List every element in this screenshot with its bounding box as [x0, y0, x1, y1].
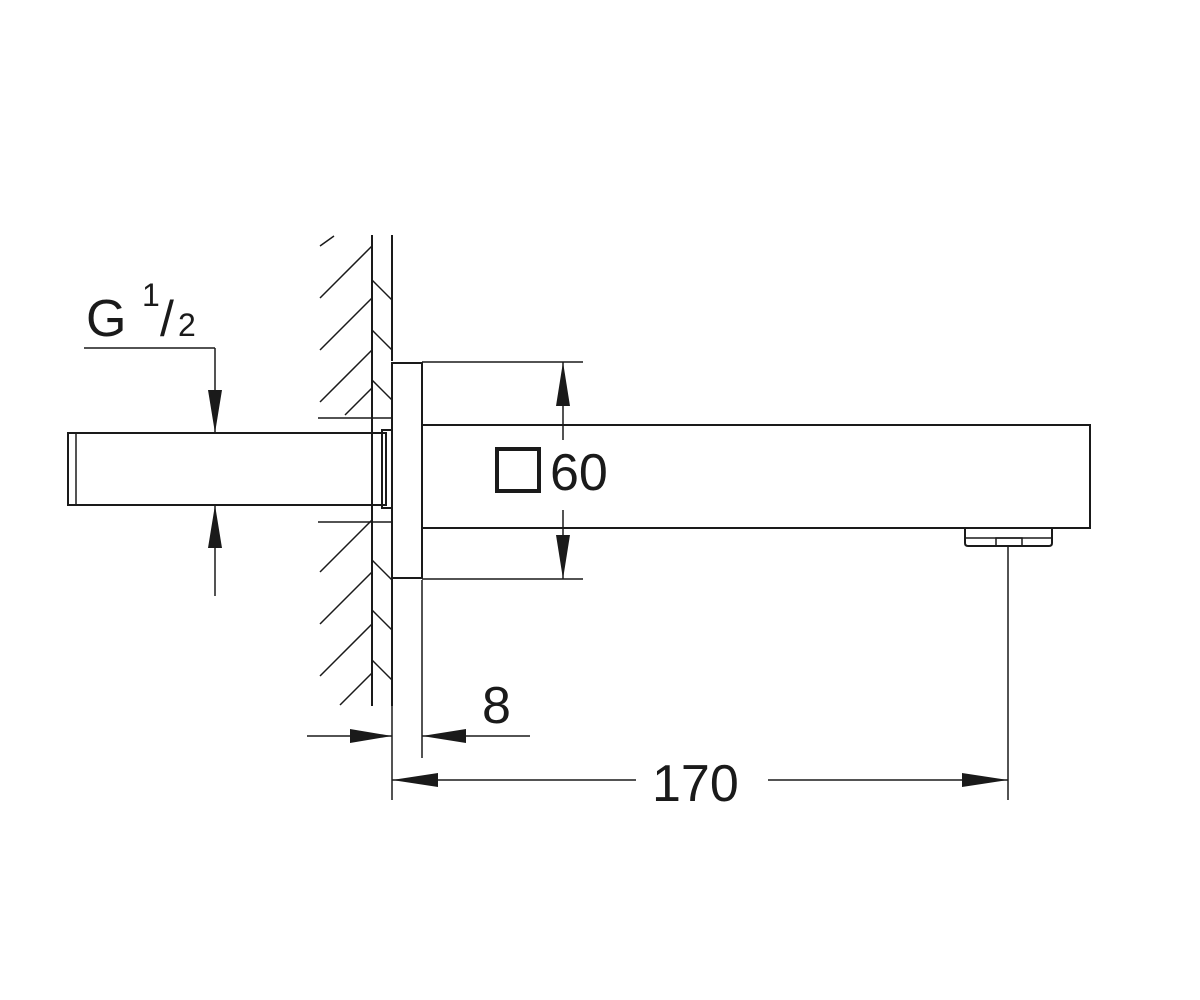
thread-slash-label: / [160, 291, 174, 347]
threaded-connector [67, 417, 393, 523]
projection-label: 170 [652, 755, 739, 813]
square-dimension-icon [495, 447, 541, 493]
aerator [964, 527, 1053, 547]
square-dimension: 60 [422, 361, 608, 580]
projection-dimension: 170 [391, 546, 1009, 813]
rosette-plate [391, 362, 423, 579]
thread-numerator-label: 1 [142, 277, 160, 313]
square-size-label: 60 [550, 444, 608, 502]
rosette-depth-label: 8 [482, 677, 511, 735]
wall-hatching [319, 235, 393, 706]
thread-dimension: G 1 / 2 [84, 277, 222, 596]
wall [319, 235, 393, 706]
spout-body [421, 424, 1091, 529]
rosette-depth-dimension: 8 [307, 580, 530, 758]
thread-prefix-label: G [86, 290, 126, 348]
thread-denominator-label: 2 [178, 307, 196, 343]
